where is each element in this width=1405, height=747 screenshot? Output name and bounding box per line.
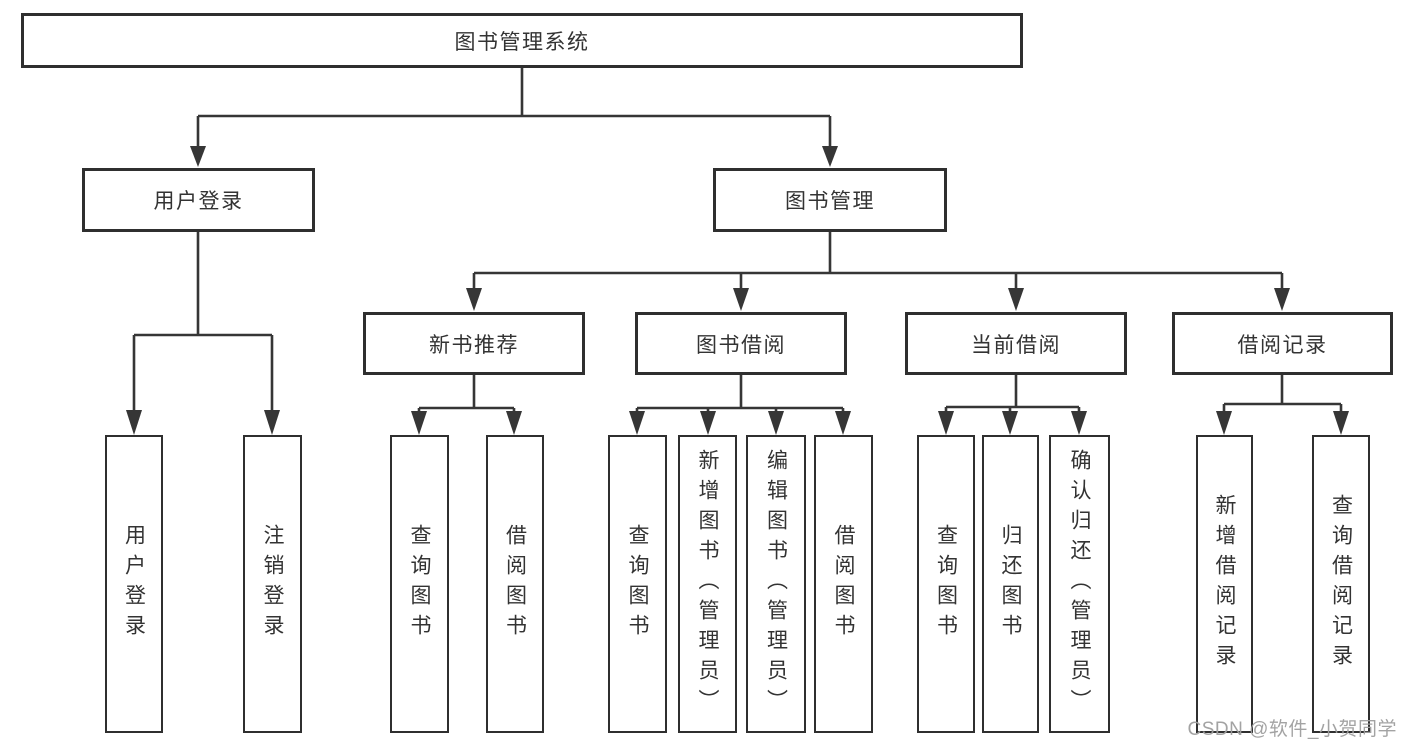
leaf-logout-label: 注销登录: [261, 524, 284, 644]
arrowhead: [835, 411, 851, 435]
leaf-borrow-book: 借阅图书: [814, 435, 873, 733]
node-root-system: 图书管理系统: [21, 13, 1023, 68]
arrowhead: [1274, 288, 1290, 311]
leaf-borrow-query-label: 查询图书: [626, 524, 649, 644]
leaf-user-login: 用户登录: [105, 435, 163, 733]
leaf-borrow-edit-admin: 编辑图书（管理员）: [746, 435, 806, 733]
node-root-system-label: 图书管理系统: [454, 30, 590, 54]
arrowhead: [506, 411, 522, 435]
leaf-return-book-label: 归还图书: [999, 524, 1022, 644]
arrowhead: [629, 411, 645, 435]
leaf-borrow-query: 查询图书: [608, 435, 667, 733]
leaf-new-books-borrow-label: 借阅图书: [503, 524, 527, 644]
arrowhead: [768, 411, 784, 435]
leaf-new-books-query: 查询图书: [390, 435, 449, 733]
arrowhead: [1333, 411, 1349, 435]
arrowhead: [126, 410, 142, 435]
arrowhead: [466, 288, 482, 311]
connector-root-to-level2: [196, 68, 832, 149]
node-book-borrow: 图书借阅: [635, 312, 847, 375]
leaf-new-books-borrow: 借阅图书: [486, 435, 544, 733]
leaf-add-borrow-record-label: 新增借阅记录: [1213, 494, 1236, 674]
node-current-borrow: 当前借阅: [905, 312, 1127, 375]
arrowhead: [1008, 288, 1024, 311]
node-book-mgmt-label: 图书管理: [785, 190, 875, 213]
connector-book-mgmt-to-level3: [472, 232, 1284, 290]
leaf-add-borrow-record: 新增借阅记录: [1196, 435, 1253, 733]
arrowhead: [1002, 411, 1018, 435]
leaf-query-borrow-record-label: 查询借阅记录: [1329, 494, 1353, 674]
csdn-watermark: CSDN @软件_小贺同学: [1187, 719, 1397, 740]
leaf-confirm-return-admin: 确认归还（管理员）: [1049, 435, 1110, 733]
leaf-current-query: 查询图书: [917, 435, 975, 733]
node-book-mgmt: 图书管理: [713, 168, 947, 232]
connector-new-books-to-leaves: [417, 375, 516, 414]
leaf-borrow-add-admin: 新增图书（管理员）: [678, 435, 737, 733]
node-user-login: 用户登录: [82, 168, 315, 232]
node-new-books-label: 新书推荐: [429, 333, 519, 357]
connector-borrow-records-to-leaves: [1222, 375, 1343, 414]
arrowheads: [126, 146, 1349, 435]
connector-book-borrow-to-leaves: [635, 375, 845, 414]
arrowhead: [264, 410, 280, 435]
arrowhead: [700, 411, 716, 435]
node-borrow-records: 借阅记录: [1172, 312, 1393, 375]
leaf-query-borrow-record: 查询借阅记录: [1312, 435, 1370, 733]
arrowhead: [938, 411, 954, 435]
node-user-login-label: 用户登录: [153, 190, 244, 213]
node-borrow-records-label: 借阅记录: [1237, 333, 1328, 357]
connector-user-login-to-leaves: [132, 232, 274, 413]
leaf-return-book: 归还图书: [982, 435, 1039, 733]
leaf-borrow-edit-admin-label: 编辑图书（管理员）: [764, 449, 788, 719]
leaf-borrow-book-label: 借阅图书: [832, 524, 855, 644]
arrowhead: [190, 146, 206, 167]
arrowhead: [1071, 411, 1087, 435]
connector-current-borrow-to-leaves: [944, 375, 1081, 414]
node-new-books: 新书推荐: [363, 312, 585, 375]
leaf-borrow-add-admin-label: 新增图书（管理员）: [696, 449, 719, 719]
leaf-logout: 注销登录: [243, 435, 302, 733]
leaf-confirm-return-admin-label: 确认归还（管理员）: [1068, 449, 1091, 719]
leaf-new-books-query-label: 查询图书: [408, 524, 431, 644]
node-current-borrow-label: 当前借阅: [971, 333, 1061, 357]
arrowhead: [411, 411, 427, 435]
arrowhead: [733, 288, 749, 311]
node-book-borrow-label: 图书借阅: [696, 333, 786, 357]
arrowhead: [1216, 411, 1232, 435]
arrowhead: [822, 146, 838, 167]
leaf-user-login-label: 用户登录: [122, 524, 146, 644]
leaf-current-query-label: 查询图书: [934, 524, 958, 644]
